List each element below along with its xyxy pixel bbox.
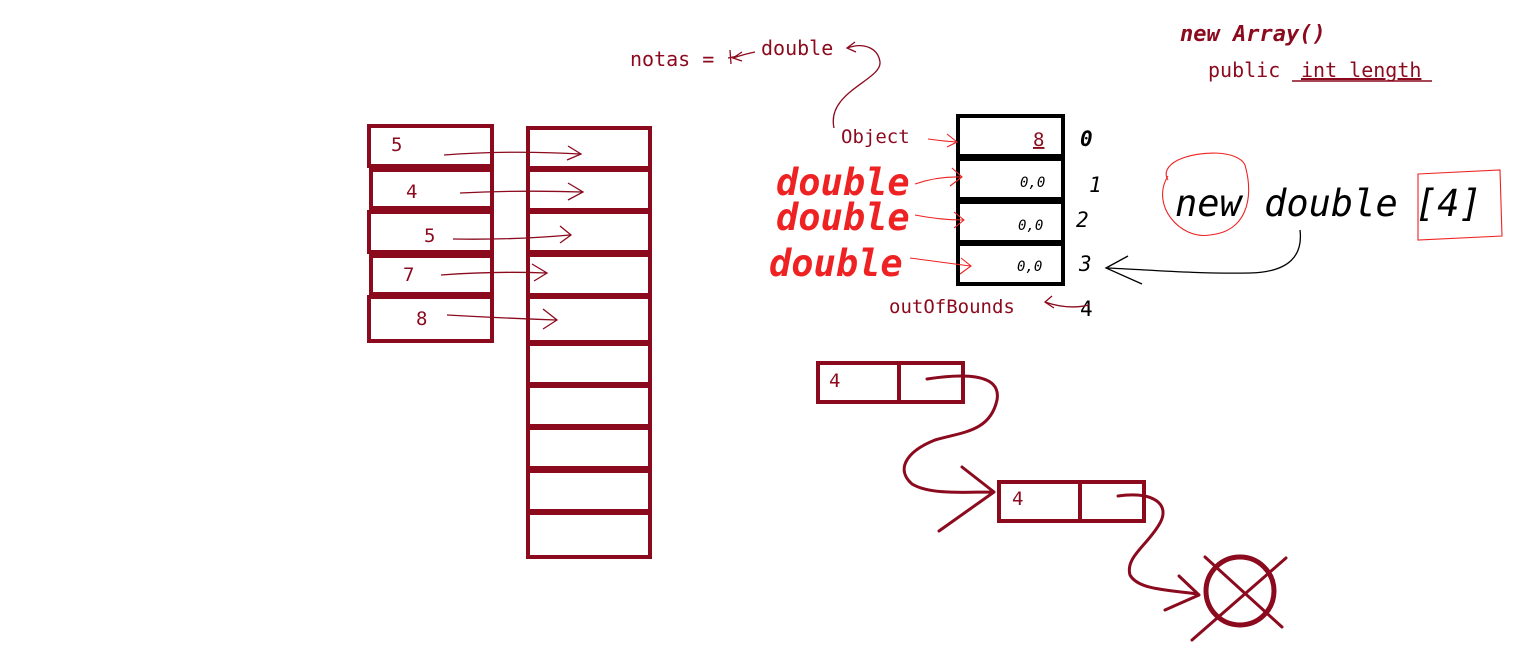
- copy-arrow: [459, 182, 585, 201]
- list-pointer: [902, 374, 999, 533]
- right-array-cell: [526, 426, 652, 470]
- list-node-value: 4: [1012, 488, 1023, 510]
- label-double: double: [769, 242, 903, 285]
- label-object: Object: [841, 126, 910, 148]
- left-array-value: 7: [403, 264, 414, 286]
- copy-arrow: [440, 263, 549, 282]
- arrow-type-to-lhs: [731, 51, 756, 62]
- null-terminator-cross: [1190, 555, 1288, 642]
- arrow-object-to-double: [832, 41, 881, 129]
- index-cell-value: 0,0: [1018, 218, 1043, 234]
- index-cell: [956, 157, 1065, 201]
- right-array-cell: [526, 210, 652, 254]
- arrow-to-last-index: [1104, 229, 1302, 285]
- left-array-value: 8: [416, 308, 427, 330]
- right-array-cell: [526, 253, 652, 297]
- index-number: 2: [1076, 208, 1089, 232]
- index-number: 3: [1078, 252, 1092, 276]
- left-array-value: 5: [391, 134, 402, 156]
- right-array-cell: [526, 168, 652, 212]
- label-double: double: [776, 196, 910, 239]
- array-length-field: int length: [1301, 58, 1421, 82]
- left-array-cell: [369, 168, 494, 210]
- new-double-size: [4]: [1415, 182, 1482, 225]
- left-array-cell: [367, 124, 494, 168]
- arrow-double: [914, 211, 965, 229]
- label-out-of-bounds: outOfBounds: [889, 296, 1015, 318]
- label-double: double: [776, 161, 910, 204]
- index-cell-value: 0,0: [1017, 259, 1042, 275]
- index-array: 8 0,0 0,0 0,0 0 1 2 3 4: [956, 114, 1102, 321]
- list-node: [816, 361, 965, 404]
- left-array-value: 5: [424, 225, 435, 247]
- right-array-cell: [526, 126, 652, 170]
- linked-list: 4 4: [816, 361, 1288, 642]
- index-number: 0: [1080, 127, 1093, 151]
- list-pointer: [1116, 493, 1201, 612]
- right-array-cell: [526, 384, 652, 428]
- copy-arrow: [443, 145, 583, 161]
- arrow-out-of-bounds: [1043, 295, 1090, 309]
- index-cell: [956, 114, 1065, 158]
- copy-arrows: [440, 145, 585, 330]
- assignment-type: double: [761, 36, 833, 60]
- right-array-cell: [526, 511, 652, 559]
- index-cell: [956, 242, 1065, 286]
- out-of-bounds-index: 4: [1080, 297, 1093, 321]
- right-array-cell: [526, 342, 652, 386]
- left-array-cell: [367, 210, 494, 254]
- copy-arrow: [446, 308, 559, 330]
- left-array-cell: [367, 295, 494, 343]
- right-array: [526, 126, 652, 559]
- size-bracket-highlight: [1417, 169, 1503, 241]
- index-number: 1: [1089, 173, 1102, 197]
- arrow-object: [927, 133, 959, 148]
- arrow-double: [909, 257, 972, 275]
- left-array-value: 4: [406, 181, 417, 203]
- arrow-double: [914, 167, 963, 187]
- right-array-cell: [526, 469, 652, 513]
- left-array: 5 4 5 7 8: [367, 124, 494, 343]
- array-length-modifier: public: [1208, 58, 1280, 82]
- array-constructor-call: new Array(): [1180, 22, 1326, 47]
- null-terminator-icon: [1203, 554, 1277, 628]
- list-node: [997, 480, 1146, 523]
- list-node-value: 4: [829, 370, 840, 392]
- left-array-cell: [369, 254, 494, 296]
- copy-arrow: [452, 225, 573, 244]
- new-keyword-circle: [1162, 152, 1250, 236]
- index-cell: [956, 200, 1065, 244]
- assignment-lhs: notas =: [630, 47, 714, 71]
- new-double-expression: new double: [1175, 182, 1398, 225]
- index-cell-value: 0,0: [1020, 175, 1045, 191]
- index-cell-value: 8: [1033, 129, 1044, 151]
